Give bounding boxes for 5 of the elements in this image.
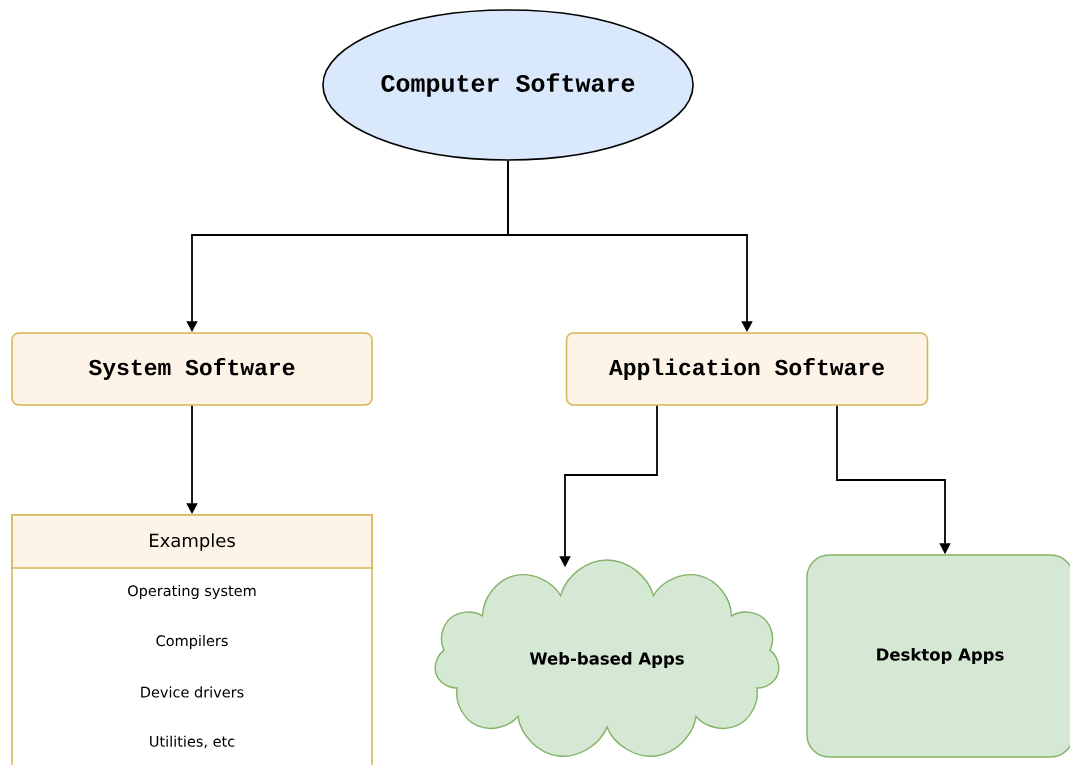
rounded-box: Desktop Apps (806, 554, 1070, 758)
process-box: Application Software (565, 332, 929, 406)
process-box: System Software (11, 332, 373, 406)
list-box: Examples Operating system Compilers Device drivers Utilities, etc (11, 514, 373, 765)
ellipse-node: Computer Software (322, 9, 694, 161)
